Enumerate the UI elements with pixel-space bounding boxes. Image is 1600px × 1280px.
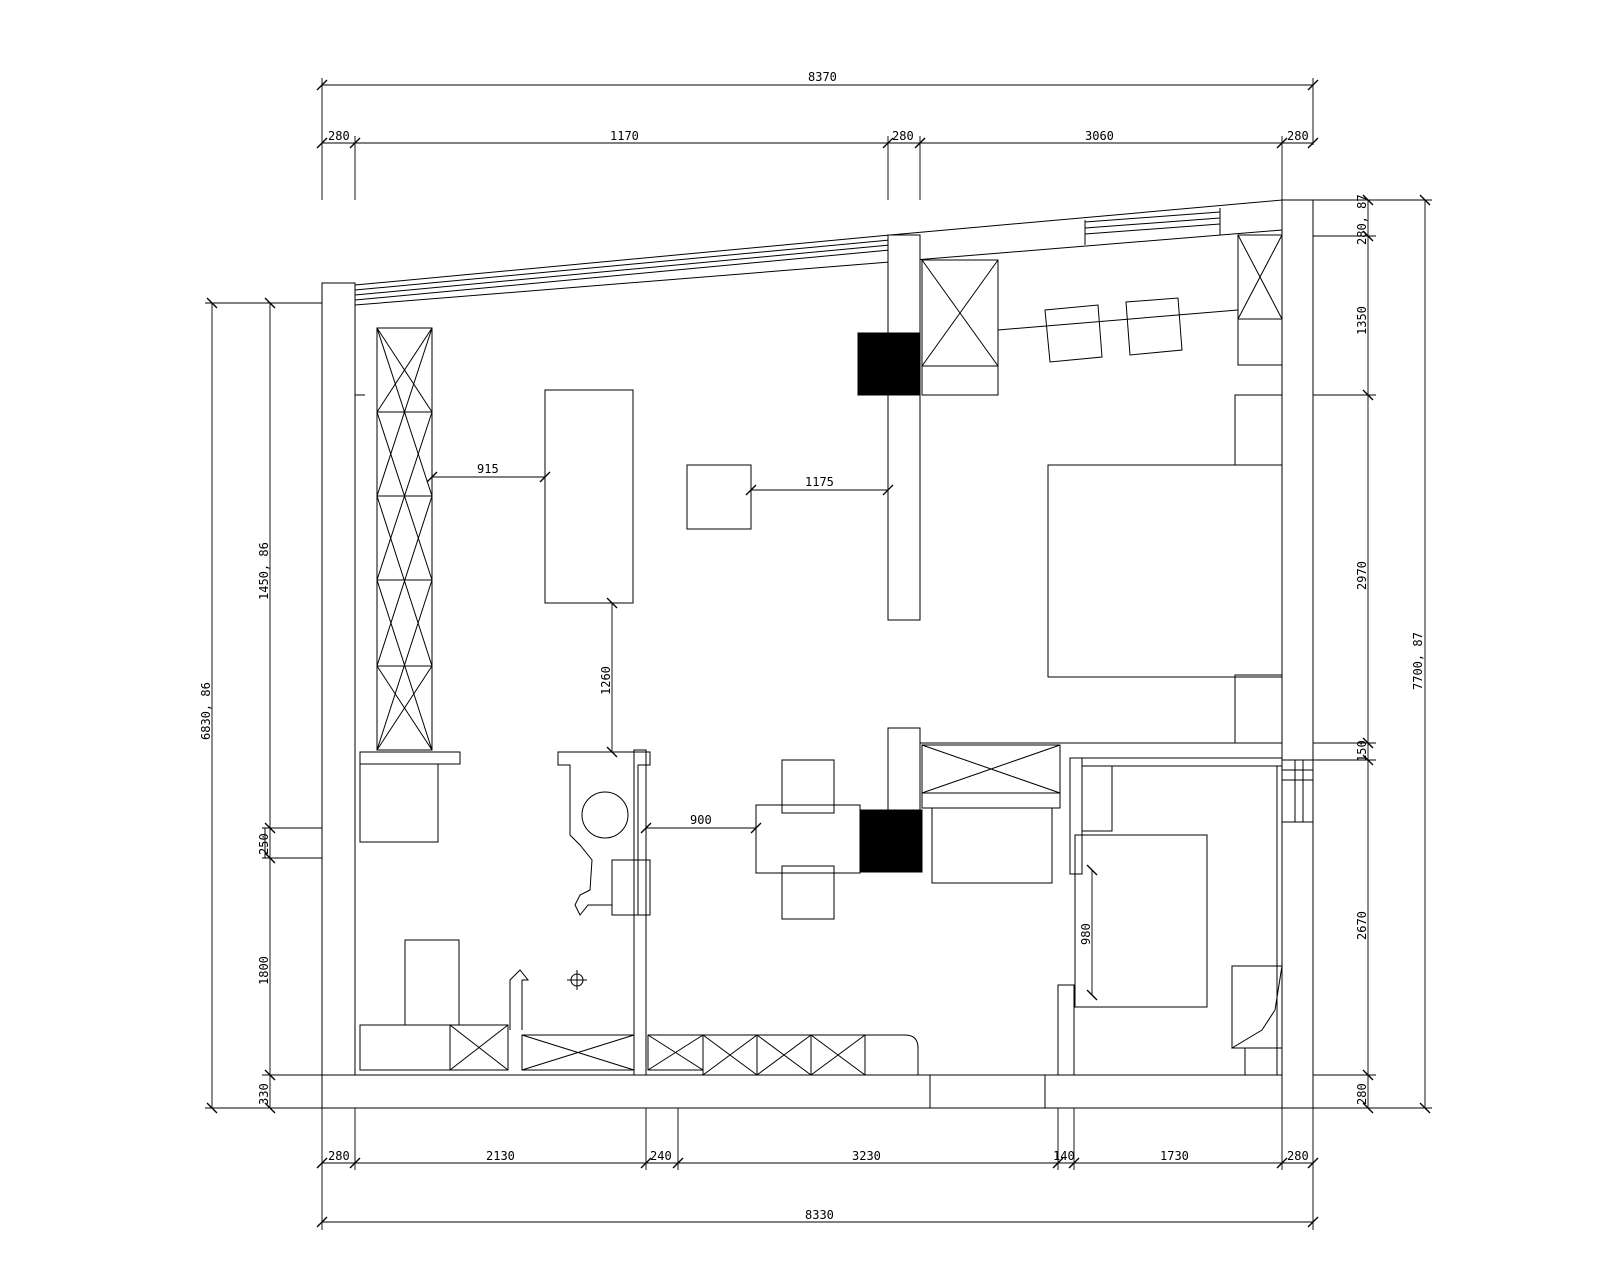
chair-top-2	[1125, 297, 1183, 356]
desk-lower-right	[1231, 965, 1283, 1049]
dim-top-seg-4: 3060	[1085, 129, 1114, 143]
storage-cabinet	[404, 939, 460, 1026]
dining-chair-bottom	[781, 865, 835, 920]
dim-right-seg-3: 2970	[1355, 561, 1369, 590]
bathroom-ledge	[359, 751, 461, 765]
side-table	[686, 464, 752, 530]
shelf-lower-right	[1244, 1047, 1278, 1076]
dim-bottom-seg-6: 1730	[1160, 1149, 1189, 1163]
dim-interior-1: 915	[477, 462, 499, 476]
dim-interior-3: 1260	[599, 666, 613, 695]
basin	[581, 791, 629, 839]
wall-bottom	[321, 1074, 1283, 1109]
bed-lower-right	[1074, 834, 1208, 1008]
sofa	[544, 389, 634, 604]
dim-left-outer: 6830, 86	[199, 682, 213, 740]
dim-bottom-seg-1: 280	[328, 1149, 350, 1163]
dim-interior-2: 1175	[805, 475, 834, 489]
wardrobe-left	[376, 327, 433, 751]
dim-left-seg-2: 250	[257, 833, 271, 855]
dim-left-seg-4: 330	[257, 1083, 271, 1105]
wall-right	[1281, 199, 1314, 1109]
wall-mid-vertical	[1069, 757, 1083, 875]
dim-top-seg-2: 1170	[610, 129, 639, 143]
wall-top-slanted	[354, 199, 1283, 306]
toilet-block	[611, 859, 651, 916]
dim-right-seg-6: 280	[1355, 1083, 1369, 1105]
dim-right-seg-1: 280, 87	[1355, 194, 1369, 245]
wall-lower-right-b	[1057, 984, 1075, 1076]
cabinet-mid	[931, 807, 1053, 884]
wall-left	[321, 282, 356, 1084]
partition-upper	[887, 234, 921, 621]
dim-interior-4: 900	[690, 813, 712, 827]
dim-top-total: 8370	[808, 70, 837, 84]
washer	[557, 751, 651, 916]
dimension-lines	[205, 78, 1432, 1230]
dim-bottom-seg-5: 140	[1053, 1149, 1075, 1163]
dim-right-seg-5: 2670	[1355, 911, 1369, 940]
bathroom-block	[359, 763, 439, 843]
bathroom-partition	[633, 749, 647, 1076]
dim-bottom-total: 8330	[805, 1208, 834, 1222]
wardrobe-mid-base	[921, 792, 1061, 809]
wall-mid-horizontal	[1069, 757, 1283, 767]
dining-chair-top	[781, 759, 835, 814]
dim-bottom-seg-4: 3230	[852, 1149, 881, 1163]
window-lower-right	[1281, 759, 1314, 823]
bedroom-wall-stub-1	[1234, 394, 1283, 466]
partition-lower	[887, 727, 921, 811]
dimension-labels: 8370 280 1170 280 3060 280 280 2130 240 …	[199, 70, 1425, 1222]
dim-right-outer: 7700, 87	[1411, 632, 1425, 690]
window-left	[264, 827, 323, 859]
chair-top-1	[1044, 304, 1103, 363]
dining-table	[755, 804, 861, 874]
dim-left-seg-3: 1800	[257, 956, 271, 985]
dim-right-seg-2: 1350	[1355, 306, 1369, 335]
dim-bottom-seg-2: 2130	[486, 1149, 515, 1163]
bedroom-wall-stub-2	[1234, 674, 1283, 744]
walls	[264, 199, 1314, 1109]
wall-lower-right-c	[1276, 765, 1283, 1076]
dim-left-seg-1: 1450, 86	[257, 542, 271, 600]
bed	[1047, 464, 1283, 678]
dim-bottom-seg-7: 280	[1287, 1149, 1309, 1163]
column-upper	[857, 332, 921, 396]
dim-right-seg-4: 150	[1355, 740, 1369, 762]
floor-drain-icon	[567, 970, 587, 990]
dim-top-seg-3: 280	[892, 129, 914, 143]
wall-lower-right-a	[1081, 765, 1113, 832]
furniture	[359, 234, 1283, 1076]
counter-bottom	[359, 1024, 919, 1076]
dim-bottom-seg-3: 240	[650, 1149, 672, 1163]
dim-top-seg-5: 280	[1287, 129, 1309, 143]
wardrobe-top	[921, 234, 1283, 396]
column-lower	[859, 809, 923, 873]
dim-top-seg-1: 280	[328, 129, 350, 143]
dim-interior-5: 980	[1079, 923, 1093, 945]
